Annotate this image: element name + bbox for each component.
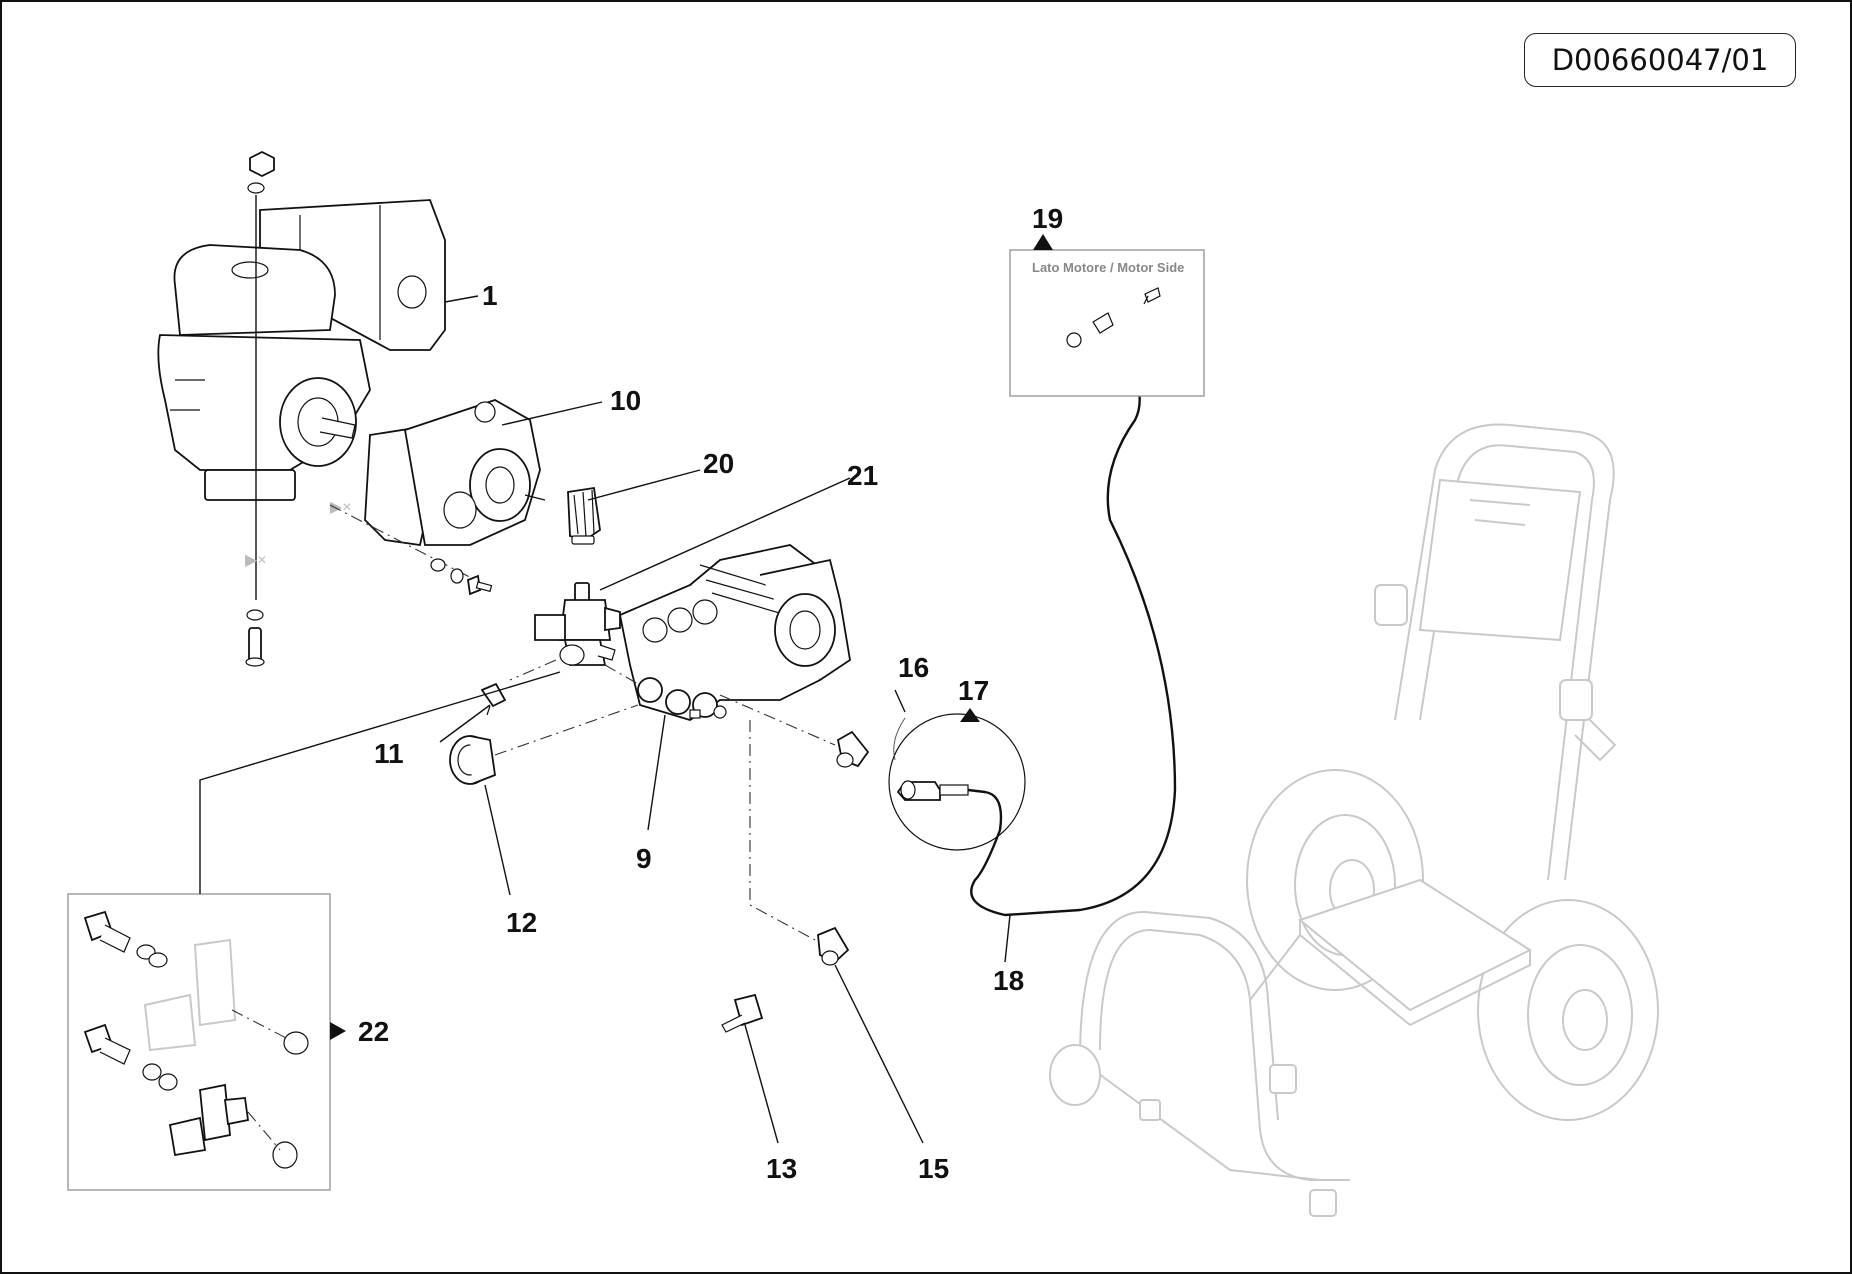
callout-11: 11 bbox=[374, 738, 404, 769]
engine-hardware: ▶× ▶× bbox=[245, 150, 352, 667]
callout-18: 18 bbox=[993, 965, 1024, 996]
callout-21: 21 bbox=[847, 460, 878, 491]
callout-9: 9 bbox=[636, 843, 652, 874]
callout-16: 16 bbox=[898, 652, 929, 683]
manifold-kit-inset bbox=[67, 893, 346, 1191]
leader-lines bbox=[199, 295, 1011, 1144]
motor-side-inset: Lato Motore / Motor Side bbox=[1009, 234, 1205, 397]
callout-20: 20 bbox=[703, 448, 734, 479]
document-code: D00660047/01 bbox=[1524, 33, 1796, 87]
callout-15: 15 bbox=[918, 1153, 949, 1184]
unloader-knob-part bbox=[567, 486, 601, 545]
svg-text:▶×: ▶× bbox=[330, 499, 352, 516]
elbow-part-16 bbox=[719, 694, 870, 768]
nozzle-part-13 bbox=[721, 993, 764, 1033]
gearbox-part bbox=[329, 399, 546, 596]
elbow-part-15 bbox=[749, 720, 850, 966]
screw-part-11 bbox=[480, 682, 507, 716]
callout-1: 1 bbox=[482, 280, 498, 311]
callout-10: 10 bbox=[610, 385, 641, 416]
washer-frame-ghost bbox=[1049, 423, 1659, 1217]
callout-17-marker bbox=[960, 708, 980, 722]
inlet-cap-part-12 bbox=[449, 704, 639, 785]
callout-13: 13 bbox=[766, 1153, 797, 1184]
callout-22: 22 bbox=[358, 1016, 389, 1047]
inset-motor-title: Lato Motore / Motor Side bbox=[1032, 260, 1184, 275]
callout-12: 12 bbox=[506, 907, 537, 938]
manifold-fitting-part bbox=[534, 582, 621, 666]
engine-part bbox=[157, 199, 446, 501]
svg-text:▶×: ▶× bbox=[245, 552, 267, 569]
pump-part bbox=[618, 544, 851, 721]
callout-19: 19 bbox=[1032, 203, 1063, 234]
pressure-switch-detail-17 bbox=[888, 354, 1177, 917]
callout-17: 17 bbox=[958, 675, 989, 706]
